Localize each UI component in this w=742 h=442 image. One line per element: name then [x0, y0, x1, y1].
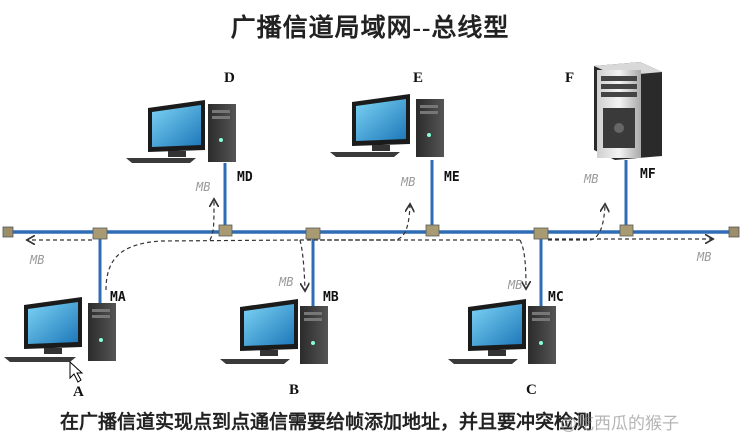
diagram-title: 广播信道局域网--总线型: [230, 15, 510, 42]
node-label-c: C: [526, 382, 537, 398]
frame-propagation-arrows: [28, 200, 712, 290]
node-label-e: E: [413, 70, 424, 86]
drop-cables: [98, 160, 628, 308]
server-f: [594, 62, 662, 160]
node-label-b: B: [289, 382, 300, 398]
tower-icon: [416, 99, 444, 157]
mac-label-me: ME: [444, 170, 460, 185]
computer-a: [4, 297, 116, 383]
cursor-icon: [69, 360, 84, 383]
bus-terminator-right: [728, 226, 740, 238]
frame-label: MB: [508, 278, 523, 292]
node-label-f: F: [565, 70, 575, 86]
frame-label: MB: [697, 250, 712, 264]
mac-label-ma: MA: [110, 290, 126, 305]
tower-icon: [88, 303, 116, 361]
tower-icon: [300, 306, 328, 364]
node-label-a: A: [73, 384, 84, 400]
mac-label-mc: MC: [548, 290, 564, 305]
computer-b: [220, 299, 328, 364]
node-label-d: D: [224, 70, 235, 86]
mac-label-md: MD: [237, 170, 253, 185]
frame-label: MB: [279, 275, 294, 289]
frame-label: MB: [401, 175, 416, 189]
monitor-icon: [330, 94, 410, 157]
bus-cable: [2, 226, 740, 238]
tower-icon: [528, 306, 556, 364]
mac-label-mb: MB: [323, 290, 339, 305]
monitor-icon: [220, 299, 298, 364]
bus-terminator-left: [2, 226, 14, 238]
frame-label: MB: [30, 253, 45, 267]
monitor-icon: [4, 297, 82, 362]
frame-label: MB: [584, 172, 599, 186]
tower-icon: [208, 104, 236, 162]
diagram-caption: 在广播信道实现点到点通信需要给帧添加地址，并且要冲突检测: [60, 412, 593, 433]
computer-c: [448, 299, 556, 364]
server-icon: [594, 62, 662, 160]
t-connectors: [92, 224, 634, 240]
computer-e: [330, 94, 444, 157]
watermark: @吃西瓜的猴子: [560, 414, 679, 434]
computer-d: [126, 100, 236, 163]
monitor-icon: [448, 299, 526, 364]
monitor-icon: [126, 100, 205, 163]
frame-label: MB: [196, 180, 211, 194]
mac-label-mf: MF: [640, 167, 656, 182]
